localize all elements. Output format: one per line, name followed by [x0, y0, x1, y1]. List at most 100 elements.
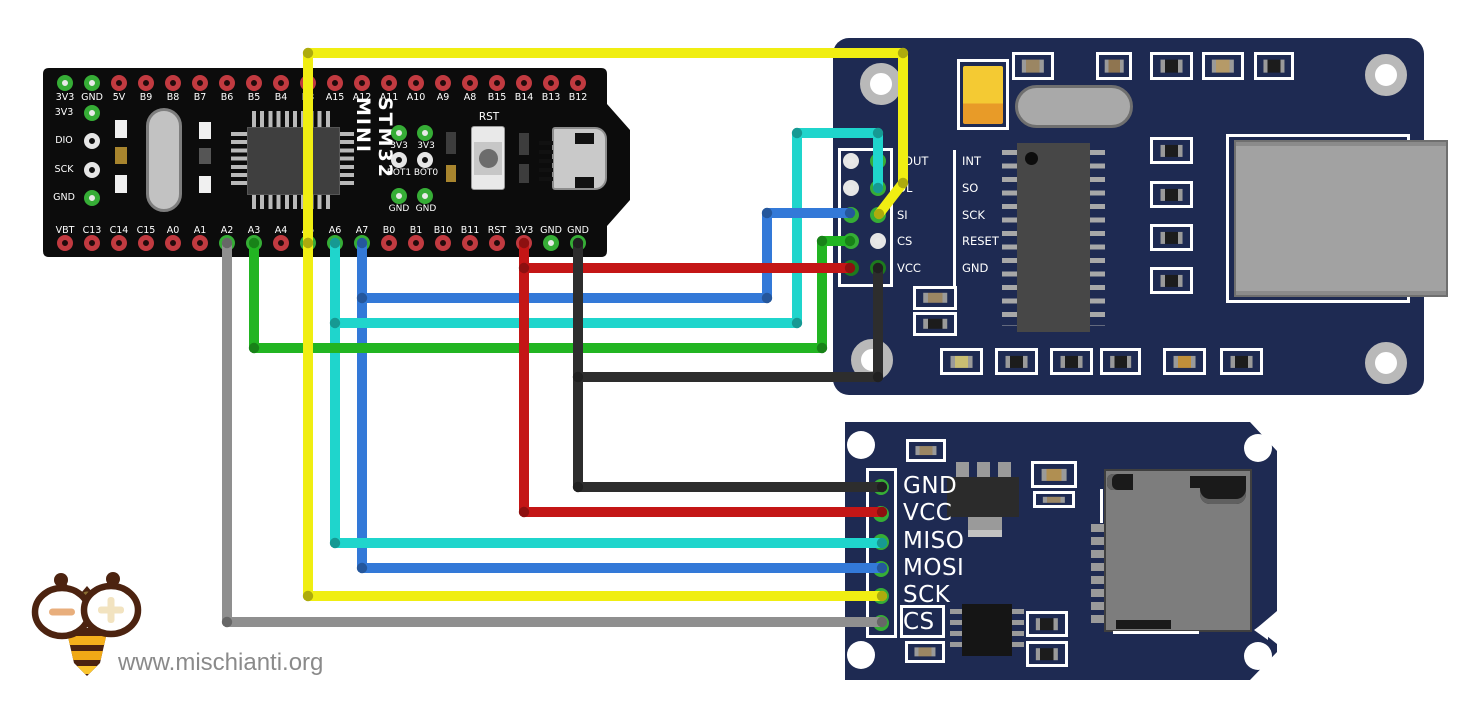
ethernet-header-pin-left-0	[843, 153, 859, 169]
stm32-top-pin-label: 5V	[112, 92, 126, 103]
stm32-bottom-pin-A1	[192, 235, 208, 251]
wire-bendpoint	[248, 237, 260, 249]
smd-component	[115, 120, 127, 138]
stm32-bottom-pin-label: 3V3	[514, 225, 534, 236]
bee-antenna-left-knob	[54, 573, 68, 587]
stm32-bottom-pin-A0	[165, 235, 181, 251]
boot-pin-label: GND	[415, 204, 437, 214]
stm32-top-pin-label: A15	[325, 92, 345, 103]
smd-resistor-outline	[913, 286, 957, 310]
wire-bendpoint	[816, 235, 828, 247]
wire-bendpoint	[872, 182, 884, 194]
smd-component	[115, 175, 127, 193]
wire-bendpoint	[302, 47, 314, 59]
stm32-bottom-pin-label: GND	[540, 225, 562, 236]
rst-button-label: RST	[478, 111, 500, 123]
smd-resistor-chip	[1021, 59, 1045, 73]
boot-pin-label: BOT1	[386, 168, 412, 178]
smd-resistor-chip	[1104, 59, 1124, 73]
stm32-top-pin-GND	[84, 75, 100, 91]
wire-bendpoint	[572, 371, 584, 383]
bee-plus-icon	[98, 597, 124, 623]
stm32-top-pin-label: 3V3	[55, 92, 75, 103]
wire-mosi	[357, 238, 887, 573]
stm32-top-pin-label: B9	[139, 92, 153, 103]
stm32-bottom-pin-label: B1	[409, 225, 423, 236]
micro-usb-contacts	[539, 141, 553, 181]
wire-bendpoint	[876, 481, 888, 493]
stm32-top-pin-5V	[111, 75, 127, 91]
smd-resistor-outline	[1026, 641, 1068, 667]
stm32-left-pin-DIO	[84, 133, 100, 150]
smd-resistor-outline	[1202, 52, 1244, 80]
smd-component	[115, 147, 127, 164]
sd-levelshifter-chip	[962, 604, 1012, 656]
stm32-bottom-pin-label: B0	[382, 225, 396, 236]
website-url: www.mischianti.org	[118, 649, 324, 676]
smd-resistor-outline	[1163, 348, 1206, 375]
boot-pin-label: GND	[388, 204, 410, 214]
ethernet-pin-label: CS	[897, 234, 913, 248]
reset-button-cap	[479, 149, 498, 168]
sd-regulator-tab	[968, 517, 1002, 537]
stm32-top-pin-label: B6	[220, 92, 234, 103]
sd-regulator-lead-3	[998, 462, 1011, 479]
smd-resistor-outline	[913, 312, 957, 336]
smd-component	[199, 176, 211, 193]
wire-bendpoint	[873, 208, 885, 220]
sd-pin-label: SCK	[903, 581, 951, 608]
rj45-jack	[1234, 140, 1448, 297]
wire-bendpoint	[329, 237, 341, 249]
wire-bendpoint	[872, 127, 884, 139]
smd-resistor-outline	[1033, 491, 1075, 508]
smd-resistor-outline	[1012, 52, 1054, 80]
ethernet-header-pin-right-3	[870, 233, 886, 249]
smd-resistor-outline	[906, 439, 946, 462]
sd-regulator-lead-2	[977, 462, 990, 479]
smd-component	[519, 164, 529, 183]
stm32-top-pin-label: B7	[193, 92, 207, 103]
stm32-bottom-pin-B11	[462, 235, 478, 251]
stm32-top-pin-A9	[435, 75, 451, 91]
stm32-boot-pin-GND	[391, 188, 407, 204]
smd-resistor-chip	[1173, 355, 1196, 368]
wire-bendpoint	[518, 262, 530, 274]
sd-slot-silk-bottom	[1113, 631, 1199, 634]
stm32-top-pin-3V3	[57, 75, 73, 91]
stm32-bottom-pin-label: A1	[193, 225, 207, 236]
stm32-top-pin-label: B5	[247, 92, 261, 103]
wire-bendpoint	[302, 590, 314, 602]
mcu-pins-left	[231, 132, 247, 189]
stm32-top-pin-label: B15	[487, 92, 507, 103]
smd-resistor-chip	[1060, 355, 1083, 368]
smd-resistor-outline	[1254, 52, 1294, 80]
smd-resistor-chip	[1035, 618, 1059, 630]
stm32-top-pin-B9	[138, 75, 154, 91]
stm32-boot-pin-3V3	[417, 125, 433, 141]
stm32-bottom-pin-label: RST	[487, 225, 507, 236]
micro-usb-pad-top	[575, 133, 594, 144]
stm32-top-pin-label: B8	[166, 92, 180, 103]
micro-usb-pad-bottom	[575, 177, 594, 188]
smd-component	[519, 133, 529, 155]
wire-ground	[573, 238, 887, 492]
stm32-bottom-pin-label: C15	[136, 225, 156, 236]
sd-voltage-regulator	[947, 477, 1019, 517]
wire-bendpoint	[791, 127, 803, 139]
stm32-top-pin-B15	[489, 75, 505, 91]
enc28j60-pin1-dot	[1025, 152, 1038, 165]
stm32-top-pin-label: A10	[406, 92, 426, 103]
smd-resistor-outline	[1150, 224, 1193, 251]
smd-resistor-outline	[1026, 611, 1068, 637]
wire-bendpoint	[356, 237, 368, 249]
wire-bendpoint	[876, 537, 888, 549]
stm32-board-title: STM32 MINI	[352, 97, 396, 179]
stm32-top-pin-label: GND	[81, 92, 103, 103]
stm32-bottom-pin-label: C14	[109, 225, 129, 236]
wire-bendpoint	[248, 342, 260, 354]
smd-resistor-outline	[995, 348, 1038, 375]
stm32-top-pin-B4	[273, 75, 289, 91]
ethernet-pin-label: VCC	[897, 261, 921, 275]
smd-component	[199, 122, 211, 139]
stm32-mcu-chip	[247, 127, 340, 195]
